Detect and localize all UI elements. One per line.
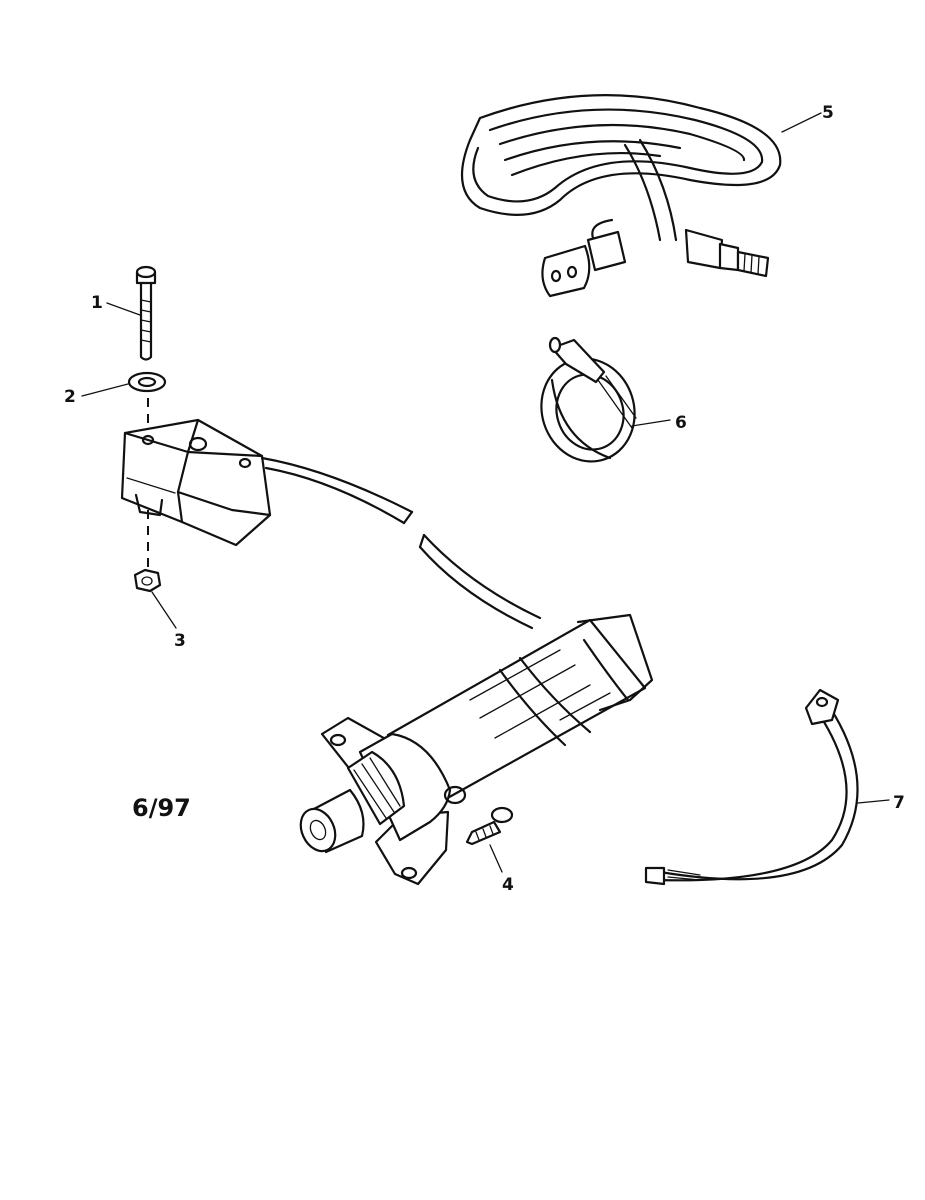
washer-part	[127, 371, 167, 393]
callout-5: 5	[822, 103, 834, 123]
callout-6: 6	[675, 413, 687, 433]
callout-4: 4	[502, 875, 514, 895]
bolt-part	[135, 265, 157, 361]
battery-cable-part	[644, 688, 859, 886]
callout-2: 2	[64, 387, 76, 407]
screw-part	[465, 806, 514, 846]
date-code: 6/97	[132, 794, 191, 822]
callout-7: 7	[893, 793, 905, 813]
callout-1: 1	[91, 293, 103, 313]
leader-lines	[81, 112, 890, 873]
hose-clamp-part	[540, 336, 637, 463]
wire-harness-part	[460, 94, 782, 298]
callout-3: 3	[174, 631, 186, 651]
starter-wire	[418, 533, 542, 630]
solenoid-switch-part	[120, 418, 414, 547]
nut-part	[133, 568, 162, 593]
starter-motor-part	[299, 613, 654, 886]
